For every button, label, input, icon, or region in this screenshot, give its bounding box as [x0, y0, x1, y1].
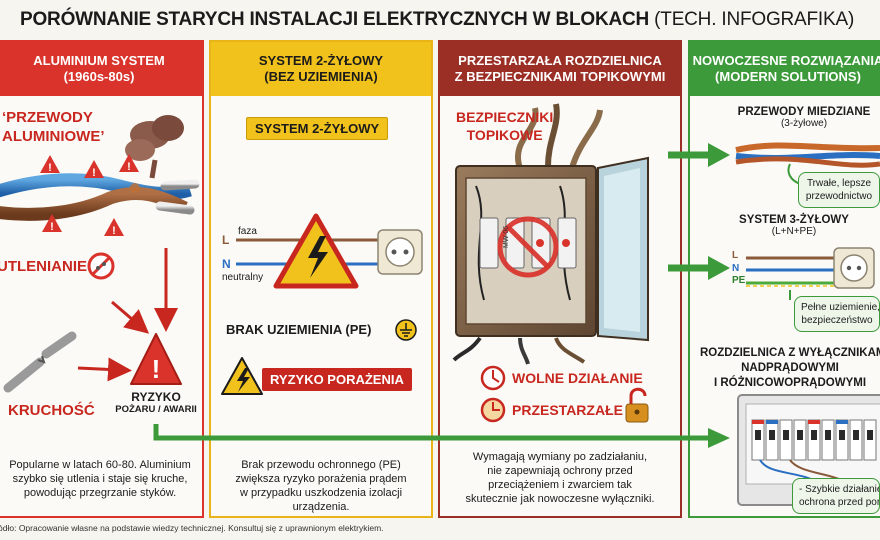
fire-risk-label: RYZYKO POŻARU / AWARII [115, 390, 197, 415]
aluminium-description: Popularne w latach 60-80. Aluminium szyb… [9, 459, 191, 499]
neutral-label: neutralny [222, 272, 264, 283]
oxidation-label: UTLENIANIE [0, 258, 87, 275]
breaker-note: - Szybkie działanie, ochrona przed poraż… [792, 478, 880, 514]
two-wire-description: Brak przewodu ochronnego (PE) zwiększa r… [235, 459, 407, 513]
panel-two-wire-header: SYSTEM 2-ŻYŁOWY (BEZ UZIEMIENIA) [211, 42, 431, 96]
breaker-board-label: ROZDZIELNICA Z WYŁĄCZNIKAMI NADPRĄDOWYMI… [700, 347, 880, 389]
two-wire-badge: SYSTEM 2-ŻYŁOWY [246, 117, 389, 140]
fuses-label: BEZPIECZNIKI TOPIKOWE [456, 109, 554, 143]
aluminium-wires-label: ‘PRZEWODY ALUMINIOWE’ [2, 109, 105, 145]
page-title: PORÓWNANIE STARYCH INSTALACJI ELEKTRYCZN… [20, 9, 854, 31]
three-wire-letters: L N PE [732, 250, 746, 286]
brittleness-label: KRUCHOŚĆ [8, 402, 95, 419]
title-main: PORÓWNANIE STARYCH INSTALACJI ELEKTRYCZN… [20, 9, 650, 30]
no-ground-label: BRAK UZIEMIENIA (PE) [226, 322, 372, 337]
panel-aluminium-header: ALUMINIUM SYSTEM (1960s-80s) [0, 42, 202, 96]
title-sub: (TECH. INFOGRAFIKA) [654, 9, 855, 30]
source-footer: Źródło: Opracowanie własne na podstawie … [0, 523, 384, 533]
panel-modern-header: NOWOCZESNE ROZWIĄZANIA (MODERN SOLUTIONS… [690, 42, 880, 96]
phase-label: faza [238, 226, 257, 237]
three-wire-label: SYSTEM 3-ŻYŁOWY (L+N+PE) [739, 214, 849, 237]
line-N-label: N [222, 257, 231, 271]
outdated-label: PRZESTARZAŁE [512, 402, 623, 418]
slow-action-label: WOLNE DZIAŁANIE [512, 370, 643, 386]
ground-note: Pełne uziemienie, bezpieczeństwo [794, 296, 880, 332]
shock-risk-badge: RYZYKO PORAŻENIA [262, 368, 412, 391]
fuse-board-description: Wymagają wymiany po zadziałaniu, nie zap… [465, 451, 655, 505]
panel-fuse-board-header: PRZESTARZAŁA ROZDZIELNICA Z BEZPIECZNIKA… [440, 42, 680, 96]
line-L-label: L [222, 233, 230, 247]
copper-wires-label: PRZEWODY MIEDZIANE (3-żyłowe) [737, 106, 871, 129]
copper-note: Trwałe, lepsze przewodnictwo [798, 172, 880, 208]
